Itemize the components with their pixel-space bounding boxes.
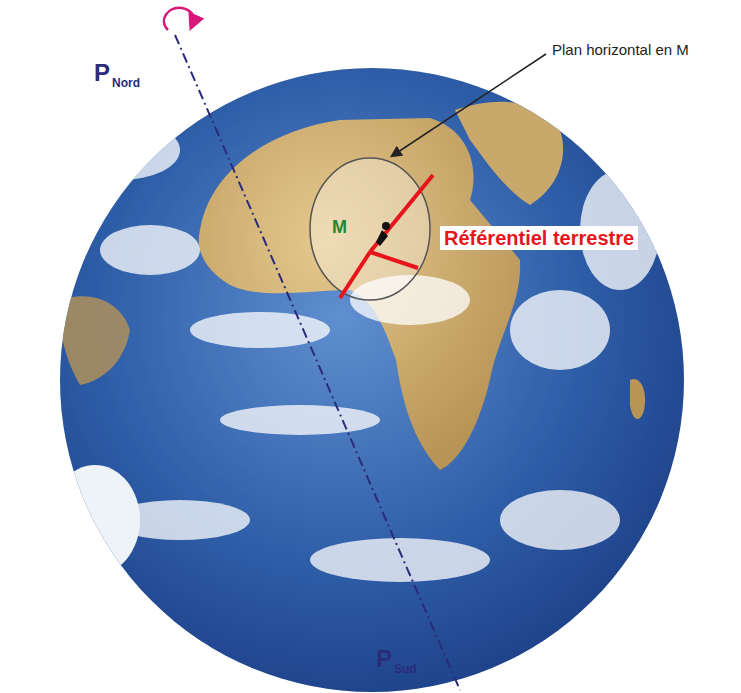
earth-globe xyxy=(60,68,684,692)
rotation-arrow xyxy=(164,8,194,30)
africa-landmass xyxy=(199,118,520,470)
pole-subscript: Nord xyxy=(112,77,140,90)
south-america-landmass xyxy=(60,296,130,385)
frame-label: Référentiel terrestre xyxy=(440,226,638,250)
callout-label: Plan horizontal en M xyxy=(552,42,689,59)
leader-arrow xyxy=(392,54,546,156)
globe-surface xyxy=(50,102,660,582)
point-label: M xyxy=(332,218,347,238)
frame-axis xyxy=(340,252,370,298)
rotation-axis xyxy=(175,35,460,690)
person-head xyxy=(382,222,390,230)
clouds xyxy=(60,120,660,582)
antarctic-ice xyxy=(50,465,140,575)
arabia-landmass xyxy=(455,102,563,205)
plane-outline xyxy=(308,156,432,302)
frame-axis xyxy=(370,252,418,268)
pole-letter: P xyxy=(376,646,392,672)
person-figure xyxy=(376,230,388,246)
frame-axis xyxy=(370,175,433,252)
horizontal-plane: M xyxy=(308,156,432,302)
pole-subscript: Sud xyxy=(394,663,417,676)
madagascar-landmass xyxy=(630,379,645,419)
pole-letter: P xyxy=(94,60,110,86)
